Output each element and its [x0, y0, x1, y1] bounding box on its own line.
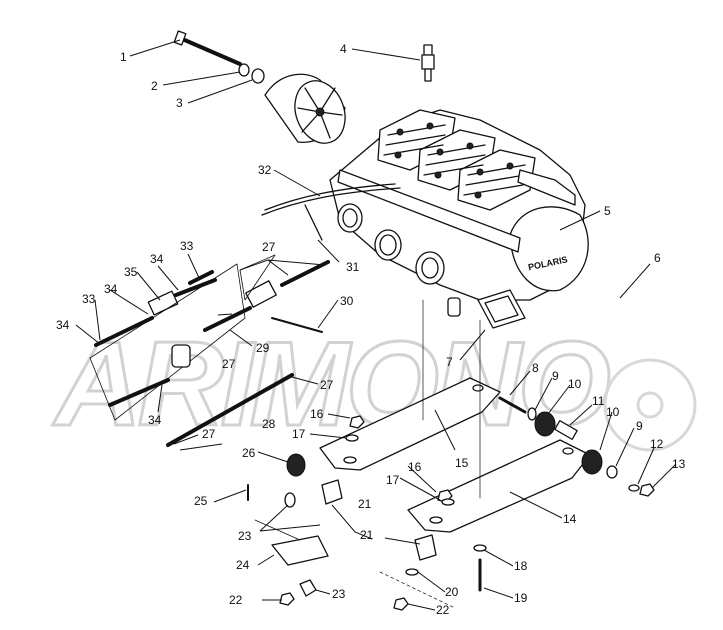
watermark-text: ARIMONO	[52, 317, 610, 451]
callout-22a: 22	[229, 593, 243, 607]
callout-25: 25	[194, 494, 208, 508]
callout-27a: 27	[262, 240, 276, 254]
watermark: ARIMONO	[51, 316, 697, 453]
watermark-wheel	[603, 358, 697, 452]
callout-1: 1	[120, 50, 127, 64]
front-mount-plate	[319, 377, 501, 471]
callout-34c: 34	[56, 318, 70, 332]
callout-17a: 17	[292, 427, 306, 441]
spark-plug	[421, 44, 435, 82]
callout-27c: 27	[320, 378, 334, 392]
callout-26: 26	[242, 446, 256, 460]
throttle-cable	[261, 187, 401, 216]
callout-8: 8	[532, 361, 539, 375]
callout-29: 29	[256, 341, 270, 355]
callout-30: 30	[340, 294, 354, 308]
clutch-washer	[238, 63, 265, 84]
callout-3: 3	[176, 96, 183, 110]
engine-assembly: POLARIS	[304, 109, 589, 329]
callout-22b: 22	[436, 603, 450, 617]
callout-6: 6	[654, 251, 661, 265]
callout-34d: 34	[148, 413, 162, 427]
clutch-bolt	[173, 30, 242, 66]
callout-27b: 27	[222, 357, 236, 371]
callout-27d: 27	[202, 427, 216, 441]
callout-18: 18	[514, 559, 528, 573]
callout-11: 11	[592, 394, 605, 408]
callout-32: 32	[258, 163, 272, 177]
callout-9a: 9	[552, 369, 559, 383]
callout-23b: 23	[332, 587, 346, 601]
carburetor-intakes	[337, 203, 445, 285]
callout-5: 5	[604, 204, 611, 218]
callout-7: 7	[446, 355, 453, 369]
callout-21b-visible: 21	[358, 497, 372, 511]
callout-13: 13	[672, 457, 686, 471]
callout-23a: 23	[238, 529, 252, 543]
callout-leaders	[75, 39, 677, 611]
callout-14: 14	[563, 512, 577, 526]
callout-labels: 1 2 3 4 5 6 7 8 9 9 10 10 11 12 13 14 15…	[56, 42, 686, 617]
callout-34a: 34	[150, 252, 164, 266]
callout-34b: 34	[104, 282, 118, 296]
callout-31: 31	[346, 260, 360, 274]
mount-hardware	[247, 299, 655, 611]
callout-2: 2	[151, 79, 158, 93]
callout-17b: 17	[386, 473, 400, 487]
callout-35: 35	[124, 265, 138, 279]
callout-10a: 10	[568, 377, 582, 391]
callout-4: 4	[340, 42, 347, 56]
callout-16b: 16	[408, 460, 422, 474]
callout-12: 12	[650, 437, 664, 451]
callout-28: 28	[262, 417, 276, 431]
callout-20: 20	[445, 585, 459, 599]
callout-33b: 33	[82, 292, 96, 306]
callout-21a: 21	[360, 528, 374, 542]
callout-24: 24	[236, 558, 250, 572]
callout-10b: 10	[606, 405, 620, 419]
callout-9b: 9	[636, 419, 643, 433]
callout-16a: 16	[310, 407, 324, 421]
rear-mount-plate	[407, 439, 591, 533]
drive-clutch	[264, 73, 346, 144]
callout-15: 15	[455, 456, 469, 470]
callout-33a: 33	[180, 239, 194, 253]
linkage-rods	[89, 254, 330, 447]
callout-19: 19	[514, 591, 528, 605]
